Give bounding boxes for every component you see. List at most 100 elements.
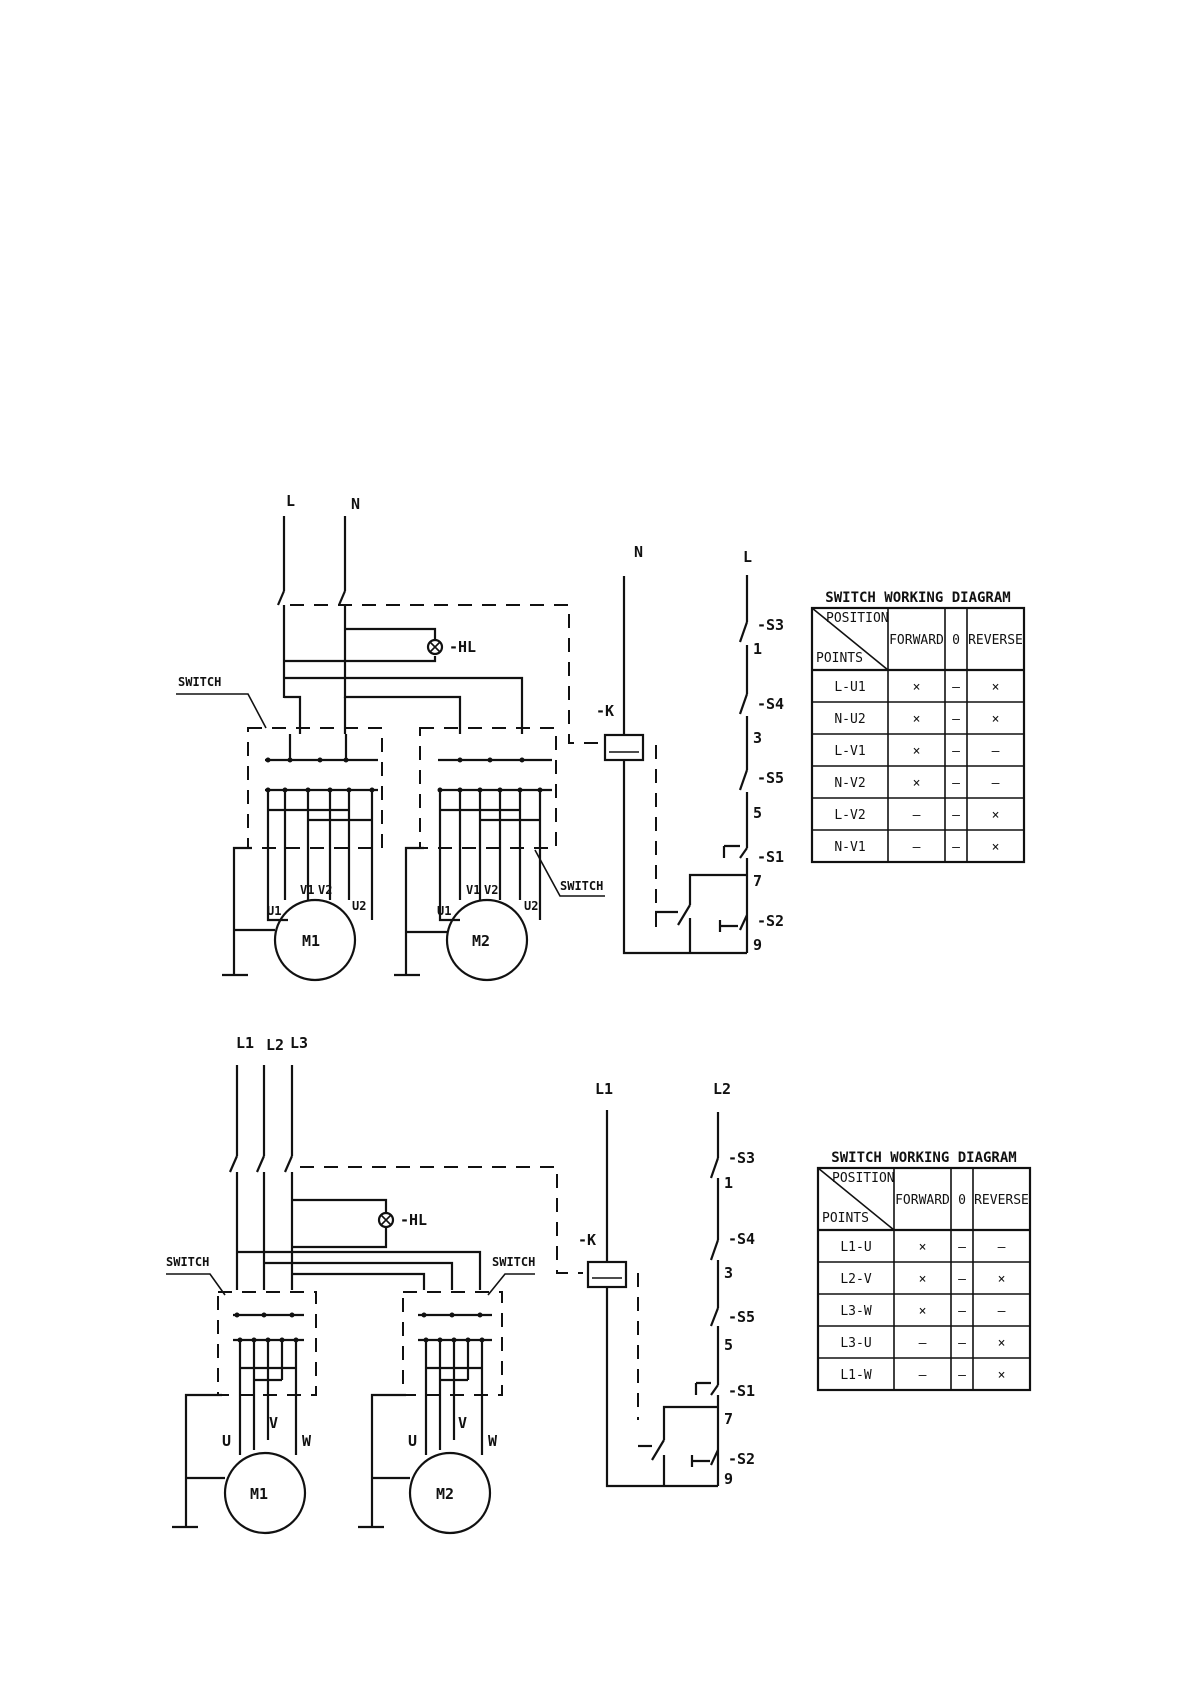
table-cell: –: [958, 1272, 966, 1287]
table-cell: ×: [919, 1304, 927, 1319]
three-phase-control-circuit: L1 L2 -K -S3 1 -S4 3 -S5 5 -S1 7 -S2 9: [578, 1080, 755, 1488]
three-phase-power-circuit: L1 L2 L3 -HL SWITCH SWITCH: [166, 1034, 583, 1535]
motor-m2-terminal-v1: V1: [466, 883, 480, 897]
table-cell: ×: [913, 680, 921, 695]
table-cell: –: [919, 1336, 927, 1351]
table-cell: –: [913, 840, 921, 855]
contact-s1: -S1: [757, 848, 784, 866]
table-cell: ×: [992, 680, 1000, 695]
contact-s4: -S4: [757, 695, 784, 713]
motor-m2-3ph-terminal-v: V: [458, 1414, 467, 1432]
row-point: L-V1: [834, 744, 865, 759]
row-point: L3-U: [840, 1336, 871, 1351]
switch-label-3ph-2: SWITCH: [492, 1255, 535, 1269]
table-cell: –: [998, 1304, 1006, 1319]
motor-m1-terminal-v2: V2: [318, 883, 332, 897]
motor-m1-label: M1: [302, 932, 320, 950]
table-cell: ×: [913, 776, 921, 791]
control-supply-l: L: [743, 548, 752, 566]
motor-m1-terminal-v1: V1: [300, 883, 314, 897]
control-supply-l2: L2: [713, 1080, 731, 1098]
table-cell: ×: [998, 1368, 1006, 1383]
node-5-3ph: 5: [724, 1336, 733, 1354]
contact-s5: -S5: [757, 769, 784, 787]
row-point: N-U2: [834, 712, 865, 727]
motor-m1-terminal-u1: U1: [267, 904, 281, 918]
contact-s1-3ph: -S1: [728, 1382, 755, 1400]
table-cell: ×: [919, 1240, 927, 1255]
table-cell: ×: [992, 840, 1000, 855]
table-cell: –: [952, 744, 960, 759]
table-cell: –: [952, 808, 960, 823]
row-point: N-V1: [834, 840, 865, 855]
table-cell: –: [919, 1368, 927, 1383]
row-point: L1-U: [840, 1240, 871, 1255]
motor-m2-terminal-v2: V2: [484, 883, 498, 897]
column-header: REVERSE: [968, 633, 1023, 648]
table-cell: –: [952, 776, 960, 791]
table-title: SWITCH WORKING DIAGRAM: [831, 1150, 1016, 1166]
contact-s2: -S2: [757, 912, 784, 930]
row-point: L-U1: [834, 680, 865, 695]
motor-m1-3ph-label: M1: [250, 1485, 268, 1503]
row-point: L2-V: [840, 1272, 871, 1287]
table-cell: ×: [913, 744, 921, 759]
table-cell: ×: [913, 712, 921, 727]
single-phase-power-circuit: L N -HL: [176, 492, 605, 982]
contact-s4-3ph: -S4: [728, 1230, 755, 1248]
switch-label-3ph-1: SWITCH: [166, 1255, 209, 1269]
table-cell: –: [958, 1304, 966, 1319]
node-1: 1: [753, 640, 762, 658]
lamp-label-3ph: -HL: [400, 1211, 427, 1229]
control-supply-l1: L1: [595, 1080, 613, 1098]
motor-m2: [445, 898, 529, 982]
switch-working-table-1: SWITCH WORKING DIAGRAMPOSITIONPOINTSFORW…: [810, 590, 1026, 864]
node-3: 3: [753, 729, 762, 747]
column-header: 0: [958, 1193, 966, 1208]
table-cell: –: [992, 776, 1000, 791]
table-cell: –: [952, 840, 960, 855]
line-label-l2: L2: [266, 1036, 284, 1054]
motor-m1-3ph-terminal-u: U: [222, 1432, 231, 1450]
relay-coil-k-3ph: [586, 1260, 628, 1289]
motor-m1-3ph-terminal-w: W: [302, 1432, 312, 1450]
contact-s3: -S3: [757, 616, 784, 634]
table-title: SWITCH WORKING DIAGRAM: [825, 590, 1010, 606]
relay-label-3ph: -K: [578, 1231, 596, 1249]
row-point: L3-W: [840, 1304, 871, 1319]
motor-m2-3ph-label: M2: [436, 1485, 454, 1503]
lamp-label: -HL: [449, 638, 476, 656]
motor-m2-3ph: [408, 1451, 492, 1535]
table-cell: –: [952, 680, 960, 695]
motor-m1-3ph: [223, 1451, 307, 1535]
control-supply-n: N: [634, 543, 643, 561]
node-1-3ph: 1: [724, 1174, 733, 1192]
table-cell: –: [952, 712, 960, 727]
table-cell: ×: [998, 1272, 1006, 1287]
motor-m1: [273, 898, 357, 982]
table-cell: –: [913, 808, 921, 823]
single-phase-control-circuit: N L -K -S3 1 -S4 3 -S5 5 -S1 7 -S2 9: [596, 543, 784, 955]
contact-s5-3ph: -S5: [728, 1308, 755, 1326]
row-point: N-V2: [834, 776, 865, 791]
table-cell: –: [992, 744, 1000, 759]
corner-position: POSITION: [826, 611, 889, 626]
column-header: REVERSE: [974, 1193, 1029, 1208]
table-cell: –: [958, 1240, 966, 1255]
corner-points: POINTS: [816, 651, 863, 666]
relay-coil-k: [603, 733, 645, 762]
switch-label-1: SWITCH: [178, 675, 221, 689]
node-5: 5: [753, 804, 762, 822]
line-label-l: L: [286, 492, 295, 510]
corner-points: POINTS: [822, 1211, 869, 1226]
motor-m2-3ph-terminal-u: U: [408, 1432, 417, 1450]
line-label-n: N: [351, 495, 360, 513]
table-cell: ×: [992, 808, 1000, 823]
column-header: 0: [952, 633, 960, 648]
motor-m2-terminal-u2: U2: [524, 899, 538, 913]
switch-working-table-2: SWITCH WORKING DIAGRAMPOSITIONPOINTSFORW…: [816, 1150, 1032, 1392]
motor-m1-terminal-u2: U2: [352, 899, 366, 913]
table-cell: –: [958, 1336, 966, 1351]
corner-position: POSITION: [832, 1171, 895, 1186]
